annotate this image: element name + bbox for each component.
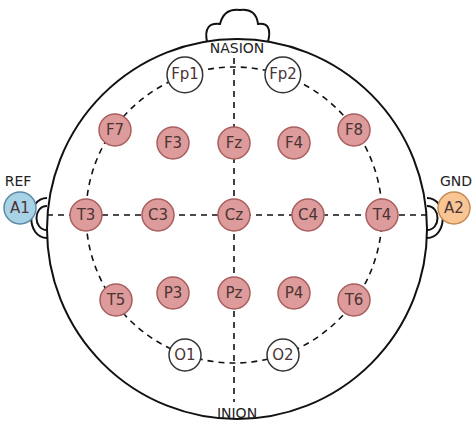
electrode-disc xyxy=(265,57,301,93)
electrode-label: Cz xyxy=(225,208,243,223)
electrode-label: C4 xyxy=(298,208,318,223)
landmark-label: INION xyxy=(217,406,257,420)
electrode-label: P3 xyxy=(164,286,183,301)
electrode: Fz xyxy=(217,126,251,160)
electrode: C3 xyxy=(141,198,175,232)
electrode-label: T3 xyxy=(77,208,96,223)
electrode-label: P4 xyxy=(285,286,304,301)
landmark-label: GND xyxy=(440,174,472,188)
electrode: P3 xyxy=(156,276,190,310)
electrode-disc xyxy=(70,199,102,231)
electrode: Fp2 xyxy=(264,56,302,94)
electrode: Pz xyxy=(217,276,251,310)
electrode: C4 xyxy=(291,198,325,232)
electrode: A2 xyxy=(437,191,471,225)
electrode-label: Pz xyxy=(226,286,243,301)
electrode-label: O1 xyxy=(174,348,195,363)
electrode: F3 xyxy=(156,126,190,160)
electrode-disc xyxy=(338,114,370,146)
electrode-disc xyxy=(218,199,250,231)
electrode: T3 xyxy=(69,198,103,232)
electrode-disc xyxy=(100,284,132,316)
electrode-label: T6 xyxy=(345,293,364,308)
electrode-label: A2 xyxy=(444,201,464,216)
nose-outline xyxy=(206,10,269,42)
electrode-disc xyxy=(99,114,131,146)
electrode-disc xyxy=(169,339,201,371)
head-outline xyxy=(47,39,427,419)
electrode-disc xyxy=(157,277,189,309)
electrode-label: F8 xyxy=(345,123,363,138)
electrode-label: Fp1 xyxy=(171,67,199,82)
electrode: T5 xyxy=(99,283,133,317)
electrode: F7 xyxy=(98,113,132,147)
electrode-label: Fp2 xyxy=(269,67,297,82)
electrode: O2 xyxy=(266,338,300,372)
electrode: A1 xyxy=(3,191,37,225)
electrode-disc xyxy=(278,277,310,309)
electrode: Cz xyxy=(217,198,251,232)
electrode: F8 xyxy=(337,113,371,147)
electrode-disc xyxy=(4,192,36,224)
landmark-label: REF xyxy=(5,174,32,188)
landmark-label: NASION xyxy=(210,41,265,55)
electrode-disc xyxy=(292,199,324,231)
electrode-label: T5 xyxy=(107,293,126,308)
electrode-disc xyxy=(366,199,398,231)
electrode-disc xyxy=(218,127,250,159)
electrode: T4 xyxy=(365,198,399,232)
electrode-disc xyxy=(338,284,370,316)
electrode-disc xyxy=(438,192,470,224)
electrode-disc xyxy=(167,57,203,93)
electrode: T6 xyxy=(337,283,371,317)
electrode-label: F7 xyxy=(106,123,124,138)
electrode-label: O2 xyxy=(272,348,293,363)
electrode: P4 xyxy=(277,276,311,310)
electrode-disc xyxy=(267,339,299,371)
electrode-disc xyxy=(142,199,174,231)
electrode: F4 xyxy=(277,126,311,160)
electrode-disc xyxy=(157,127,189,159)
electrode-disc xyxy=(218,277,250,309)
electrode-label: Fz xyxy=(226,136,243,151)
electrode-label: T4 xyxy=(373,208,392,223)
electrode-label: F3 xyxy=(164,136,182,151)
electrode-label: A1 xyxy=(10,201,30,216)
electrode: O1 xyxy=(168,338,202,372)
electrode-disc xyxy=(278,127,310,159)
electrode-label: C3 xyxy=(148,208,168,223)
electrode: Fp1 xyxy=(166,56,204,94)
electrode-label: F4 xyxy=(285,136,303,151)
